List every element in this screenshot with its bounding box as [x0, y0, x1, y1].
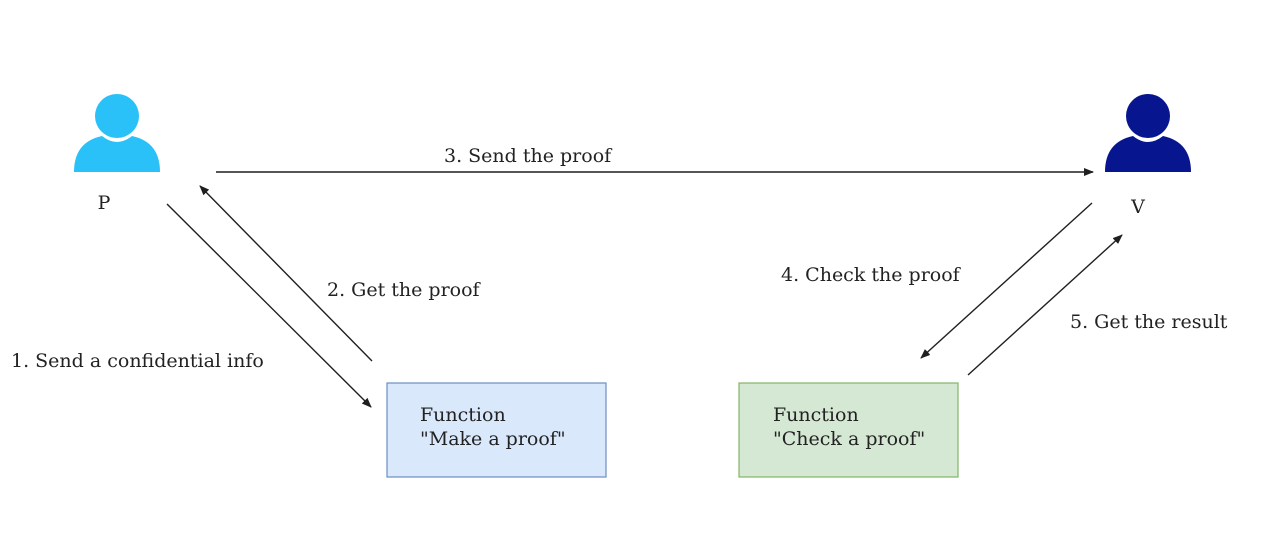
make-proof-line1: Function	[420, 404, 506, 426]
arrow-step2-get-proof	[199, 185, 373, 362]
arrow-step4-check-proof	[920, 202, 1093, 359]
verifier-user-icon	[1105, 94, 1191, 172]
step1-label: 1. Send a confidential info	[11, 350, 264, 372]
check-proof-line2: "Check a proof"	[773, 428, 925, 450]
verifier-label: V	[1130, 196, 1145, 218]
step3-label: 3. Send the proof	[444, 145, 613, 167]
make-proof-function-box: Function "Make a proof"	[386, 382, 607, 478]
step2-label: 2. Get the proof	[327, 279, 482, 301]
arrow-step1-send-info	[166, 203, 372, 408]
prover-user-icon	[74, 94, 160, 172]
make-proof-line2: "Make a proof"	[420, 428, 566, 450]
prover-label: P	[98, 192, 111, 214]
step5-label: 5. Get the result	[1070, 311, 1228, 333]
arrow-step5-get-result	[967, 234, 1123, 376]
check-proof-line1: Function	[773, 404, 859, 426]
step4-label: 4. Check the proof	[781, 264, 962, 286]
check-proof-function-box: Function "Check a proof"	[738, 382, 959, 478]
